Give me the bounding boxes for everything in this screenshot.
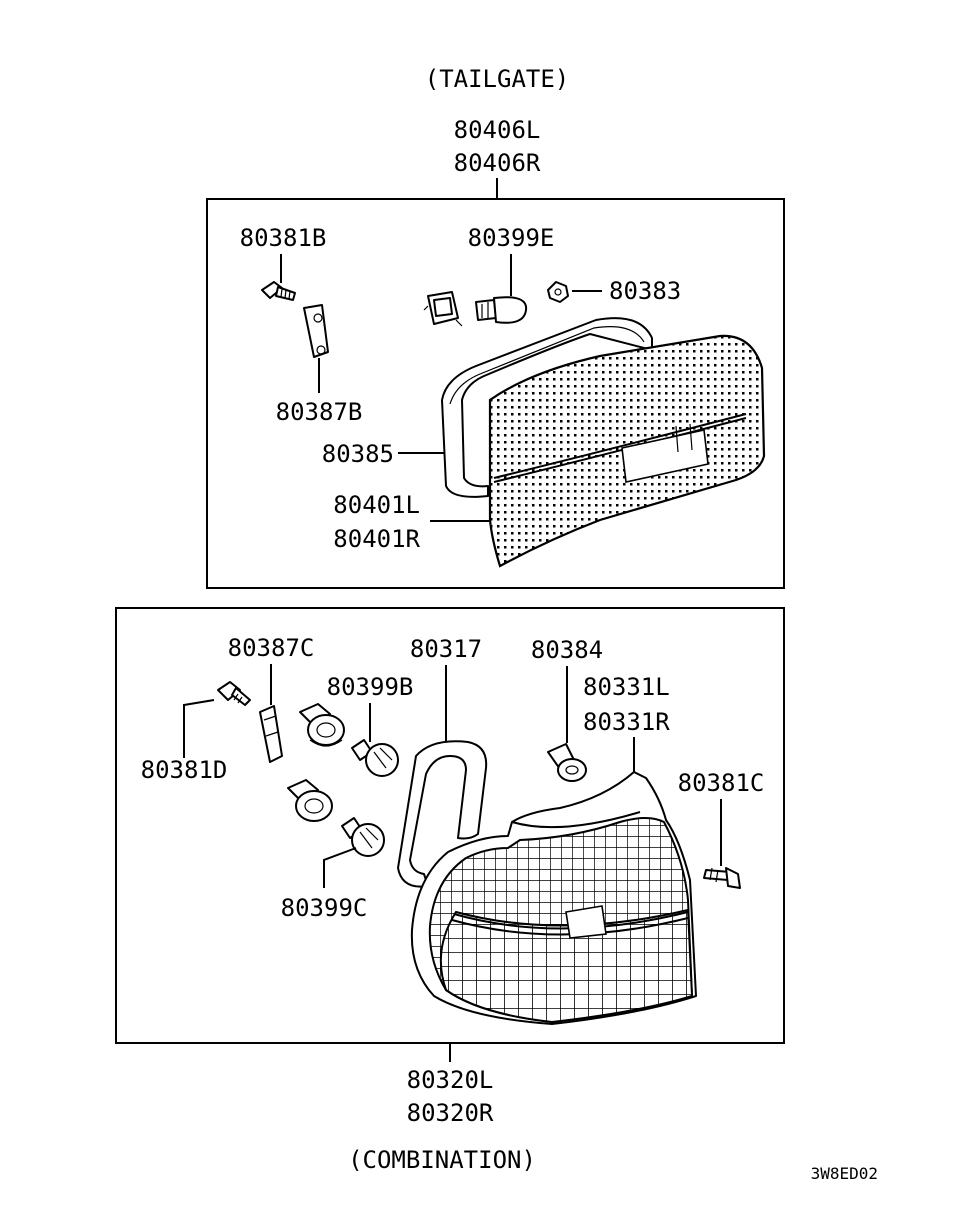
tailgate-assembly-callout: 80406L 80406R xyxy=(454,116,541,199)
part-80399B: 80399B xyxy=(327,673,414,701)
combination-lens-icon xyxy=(410,771,697,1025)
bulb-icon xyxy=(475,296,528,324)
tailgate-caption: (TAILGATE) xyxy=(425,65,570,93)
bulb-icon xyxy=(351,739,399,777)
combination-assembly-callout: 80320L 80320R xyxy=(407,1043,494,1127)
drawing-code: 3W8ED02 xyxy=(811,1164,878,1183)
screw-icon xyxy=(703,867,741,889)
socket-icon xyxy=(287,779,333,822)
part-80401L: 80401L xyxy=(333,491,420,519)
gasket-icon xyxy=(397,740,488,888)
part-80331R: 80331R xyxy=(583,708,670,736)
tailgate-lens-icon xyxy=(488,334,766,568)
gasket-icon xyxy=(441,317,653,498)
part-80401R: 80401R xyxy=(333,525,420,553)
nut-icon xyxy=(547,281,569,303)
clip-icon xyxy=(259,705,283,763)
part-80399C: 80399C xyxy=(281,894,368,922)
part-80385: 80385 xyxy=(322,440,394,468)
bulb-icon xyxy=(341,817,385,857)
part-80387B: 80387B xyxy=(276,398,363,426)
combination-caption: (COMBINATION) xyxy=(348,1146,536,1174)
socket-icon xyxy=(423,291,463,327)
tailgate-box xyxy=(206,198,785,589)
screw-icon xyxy=(261,281,296,301)
part-80320L: 80320L xyxy=(407,1066,494,1094)
part-80399E: 80399E xyxy=(468,224,555,252)
clip-nut-icon xyxy=(547,743,587,782)
part-80381C: 80381C xyxy=(678,769,765,797)
socket-icon xyxy=(299,703,345,747)
combination-lamp-group: 80387C 80381D 80399B xyxy=(141,634,765,1025)
part-80381B: 80381B xyxy=(240,224,327,252)
part-80317: 80317 xyxy=(410,635,482,663)
part-80331L: 80331L xyxy=(583,673,670,701)
part-80406L: 80406L xyxy=(454,116,541,144)
part-80320R: 80320R xyxy=(407,1099,494,1127)
part-80406R: 80406R xyxy=(454,149,541,177)
part-80383: 80383 xyxy=(609,277,681,305)
screw-icon xyxy=(217,681,251,706)
part-80387C: 80387C xyxy=(228,634,315,662)
part-80384: 80384 xyxy=(531,636,603,664)
tailgate-lamp-group: 80381B 80387B 80399E xyxy=(240,224,766,568)
part-80381D: 80381D xyxy=(141,756,228,784)
clip-icon xyxy=(303,304,329,358)
